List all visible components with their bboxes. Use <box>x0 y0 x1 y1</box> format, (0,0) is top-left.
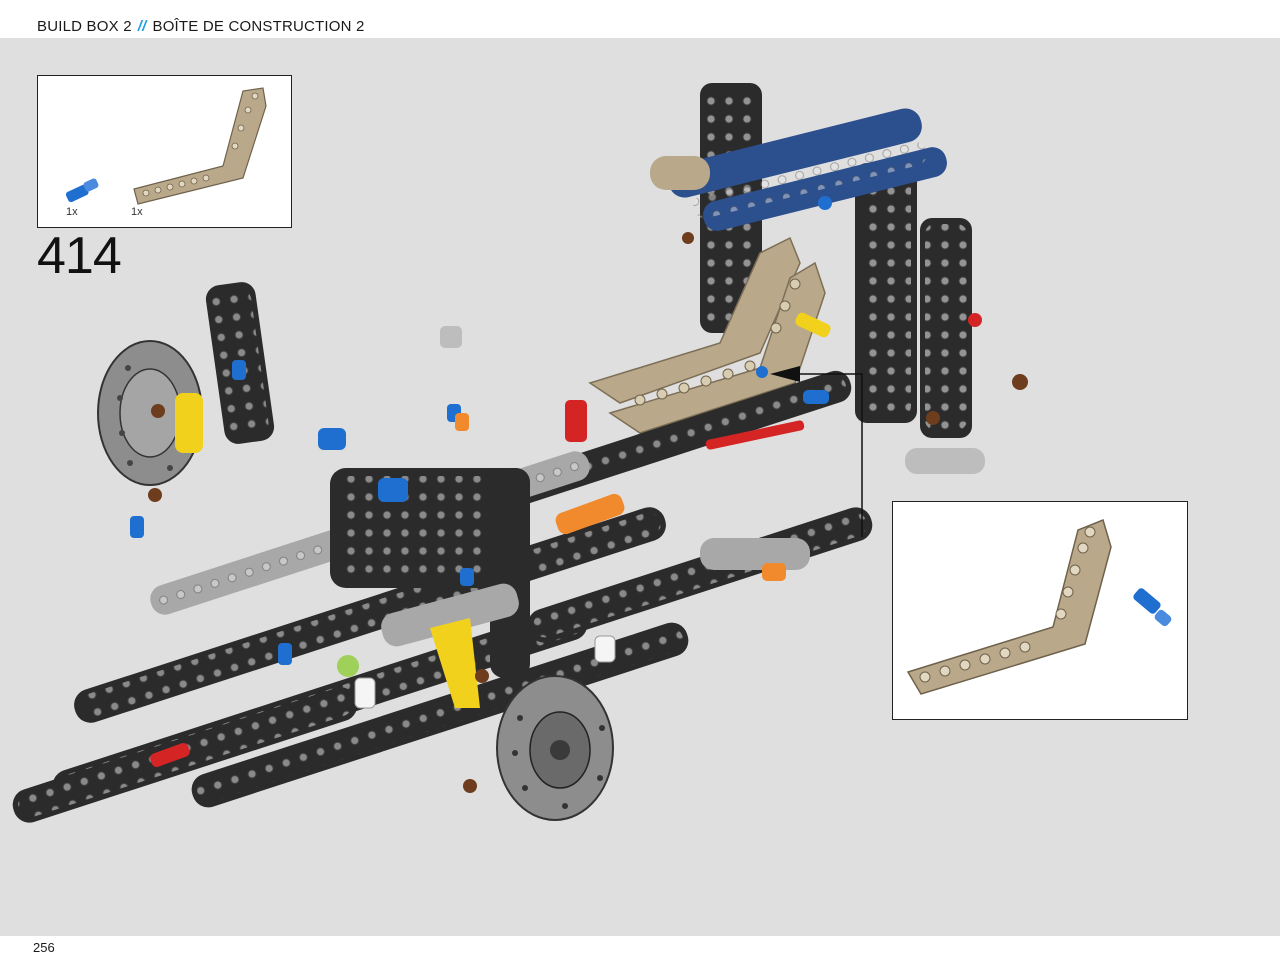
build-canvas: 1x 1x 414 <box>0 38 1280 936</box>
tan-beam-assembly <box>588 236 831 434</box>
blue-axle-pin-icon <box>65 178 99 203</box>
part-quantity-pin: 1x <box>66 206 78 218</box>
parts-list-illustration <box>65 87 267 205</box>
callout-connector <box>770 366 863 537</box>
header-title-fr: BOÎTE DE CONSTRUCTION 2 <box>152 18 365 35</box>
colored-pins <box>130 232 940 793</box>
part-quantity-beam: 1x <box>131 206 143 218</box>
page-header: BUILD BOX 2 // BOÎTE DE CONSTRUCTION 2 <box>0 0 1280 38</box>
callout-detail <box>892 501 1188 720</box>
header-separator: // <box>137 18 147 35</box>
model-illustration <box>12 83 1028 823</box>
insertion-arrow-icon <box>1105 578 1134 594</box>
header-title-en: BUILD BOX 2 <box>37 18 132 35</box>
parts-list: 1x 1x <box>37 75 292 228</box>
tan-bent-beam-icon <box>906 518 1112 695</box>
tan-bent-beam-icon <box>133 87 267 205</box>
rear-frame-assembly <box>650 83 1028 474</box>
rear-brake-disc <box>496 675 614 821</box>
step-number: 414 <box>37 227 122 285</box>
callout-illustration <box>906 518 1172 695</box>
front-brake-disc <box>97 340 203 486</box>
header-title: BUILD BOX 2 // BOÎTE DE CONSTRUCTION 2 <box>37 18 365 35</box>
page-footer: 256 <box>0 936 1280 974</box>
blue-axle-pin-icon <box>1133 588 1172 627</box>
page-number: 256 <box>33 940 55 955</box>
